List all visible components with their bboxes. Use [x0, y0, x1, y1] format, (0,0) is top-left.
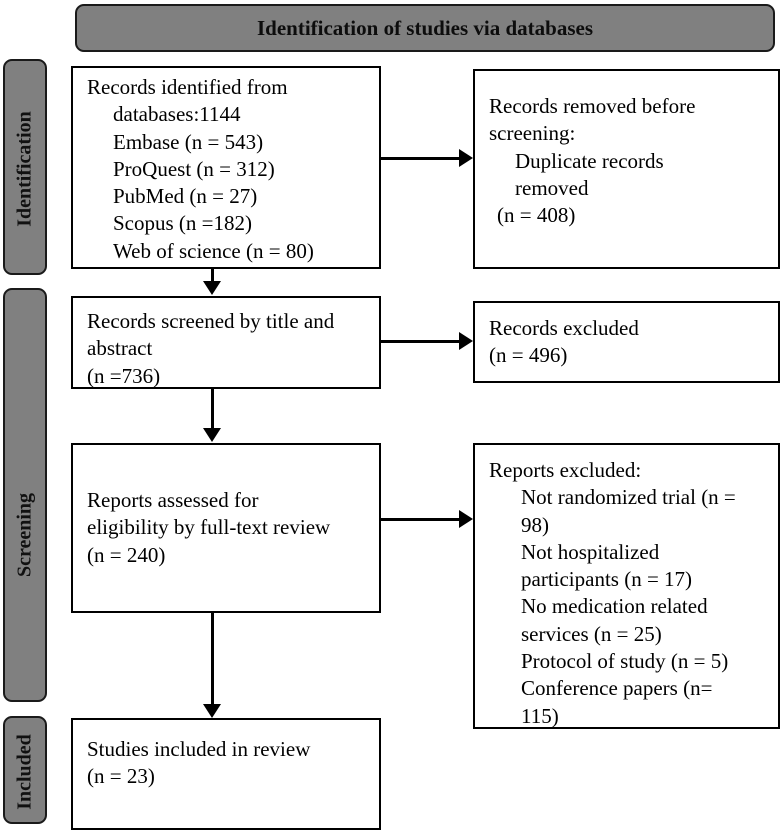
connector-screened-to-assessed — [211, 389, 214, 431]
connector-assessed-to-included — [211, 613, 214, 706]
box-line: Records removed before — [489, 94, 696, 118]
box-records-excluded: Records excluded (n = 496) — [473, 301, 780, 383]
box-line: (n = 23) — [87, 764, 155, 789]
connector-assessed-to-reports-excluded — [381, 518, 461, 521]
box-line: Records screened by title and — [87, 309, 335, 333]
phase-label-screening: Screening — [13, 492, 36, 578]
box-reports-excluded: Reports excluded: Not randomized trial (… — [473, 443, 780, 729]
box-line: Records excluded — [489, 315, 639, 340]
box-line: Embase (n = 543) — [113, 129, 264, 154]
phase-label-identification: Identification — [13, 111, 36, 227]
arrowhead-screened-to-excluded — [459, 332, 473, 350]
box-line: eligibility by full-text review — [87, 515, 331, 540]
box-line: (n = 496) — [489, 343, 568, 367]
box-line: Duplicate records — [515, 148, 664, 173]
arrowhead-assessed-to-included — [203, 704, 221, 718]
box-line: No medication related — [521, 594, 708, 619]
box-line: Not hospitalized — [521, 539, 660, 564]
phase-bar-identification: Identification — [3, 59, 47, 275]
box-line: Reports assessed for — [87, 488, 259, 513]
arrowhead-identified-to-screened — [203, 281, 221, 295]
box-records-removed: Records removed before screening: Duplic… — [473, 69, 780, 269]
box-line: 115) — [521, 703, 559, 728]
box-line: Reports excluded: — [489, 458, 642, 482]
box-studies-included: Studies included in review (n = 23) — [71, 718, 381, 830]
box-reports-assessed: Reports assessed for eligibility by full… — [71, 443, 381, 613]
connector-screened-to-excluded — [381, 340, 461, 343]
diagram-title: Identification of studies via databases — [256, 15, 594, 40]
box-line: participants (n = 17) — [521, 567, 693, 592]
phase-bar-screening: Screening — [3, 288, 47, 702]
box-line: Conference papers (n= — [521, 676, 713, 701]
box-records-screened: Records screened by title and abstract (… — [71, 296, 381, 389]
box-line: ProQuest (n = 312) — [113, 156, 275, 181]
box-line: screening: — [489, 121, 576, 146]
box-line: removed — [515, 175, 589, 200]
box-line: Scopus (n =182) — [113, 211, 253, 236]
box-line: Studies included in review — [87, 737, 311, 761]
box-line: (n = 408) — [497, 203, 576, 228]
box-line: PubMed (n = 27) — [113, 184, 258, 209]
box-line: Records identified from — [87, 75, 288, 99]
arrowhead-assessed-to-reports-excluded — [459, 510, 473, 528]
arrowhead-screened-to-assessed — [203, 428, 221, 442]
box-line: services (n = 25) — [521, 621, 662, 646]
box-line: databases:1144 — [113, 102, 241, 127]
phase-bar-included: Included — [3, 716, 47, 824]
box-line: abstract — [87, 336, 153, 361]
diagram-header-band: Identification of studies via databases — [75, 4, 775, 52]
box-line: (n =736) — [87, 363, 161, 388]
box-line: 98) — [521, 512, 549, 537]
box-line: Protocol of study (n = 5) — [521, 649, 729, 674]
connector-identified-to-removed — [381, 157, 461, 160]
box-line: Web of science (n = 80) — [113, 238, 314, 263]
connector-identified-to-screened — [211, 269, 214, 285]
box-line: Not randomized trial (n = — [521, 485, 736, 510]
phase-label-included: Included — [13, 734, 36, 810]
box-records-identified: Records identified from databases:1144 E… — [71, 66, 381, 269]
arrowhead-identified-to-removed — [459, 149, 473, 167]
box-line: (n = 240) — [87, 542, 166, 567]
